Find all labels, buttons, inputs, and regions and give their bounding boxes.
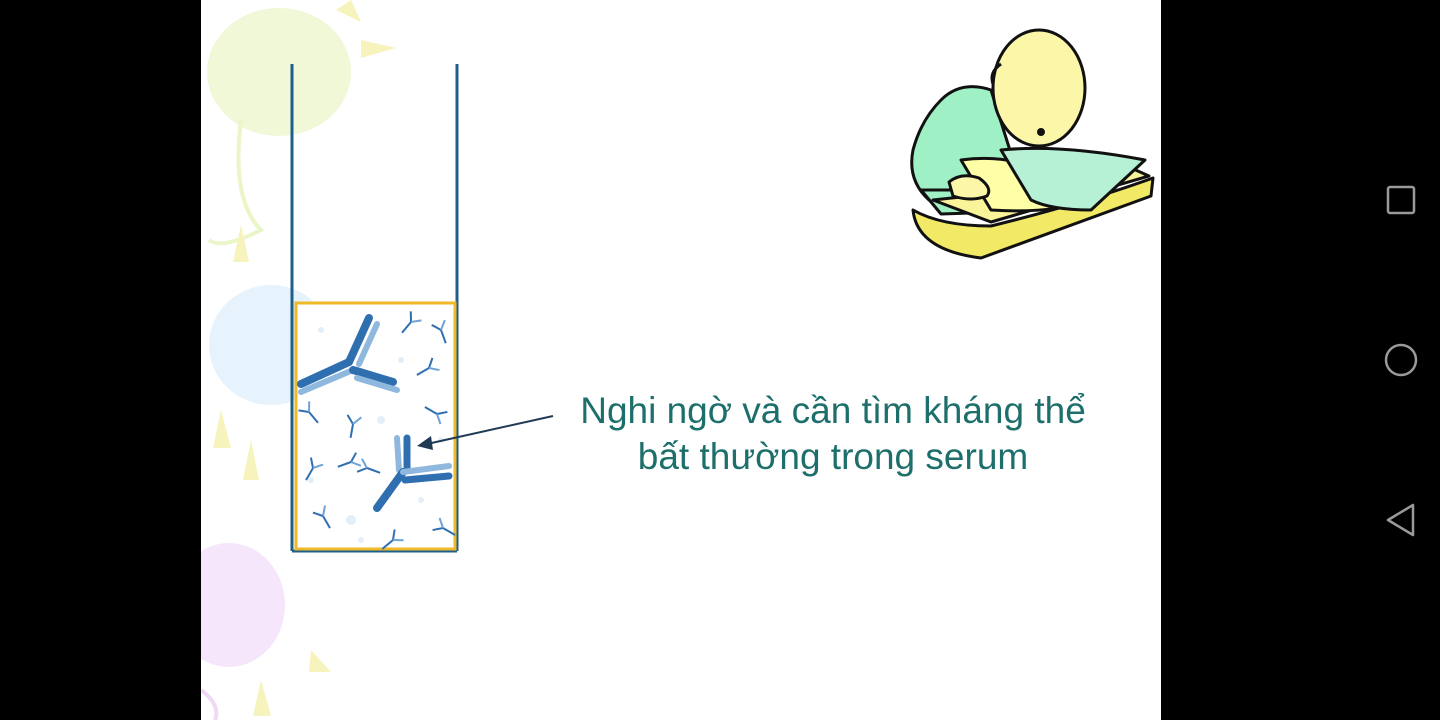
slide-artwork	[201, 0, 1155, 720]
triangle-icon	[1386, 503, 1415, 537]
slide-viewport: Nghi ngờ và cần tìm kháng thể bất thường…	[201, 0, 1161, 720]
caption-line-1: Nghi ngờ và cần tìm kháng thể	[580, 390, 1086, 431]
square-icon	[1386, 185, 1416, 215]
large-antibody	[297, 314, 400, 395]
back-button[interactable]	[1381, 500, 1421, 540]
circle-icon	[1384, 343, 1418, 377]
test-tube	[290, 64, 459, 553]
android-navigation-bar	[1161, 0, 1440, 720]
caption-line-2: bất thường trong serum	[637, 436, 1029, 477]
serum-sample	[294, 301, 460, 556]
home-button[interactable]	[1381, 340, 1421, 380]
reading-character-clipart	[910, 28, 1155, 260]
recents-button[interactable]	[1381, 180, 1421, 220]
target-antibody	[373, 434, 453, 512]
pointer-arrow	[417, 415, 554, 450]
slide-caption: Nghi ngờ và cần tìm kháng thể bất thường…	[553, 388, 1113, 480]
